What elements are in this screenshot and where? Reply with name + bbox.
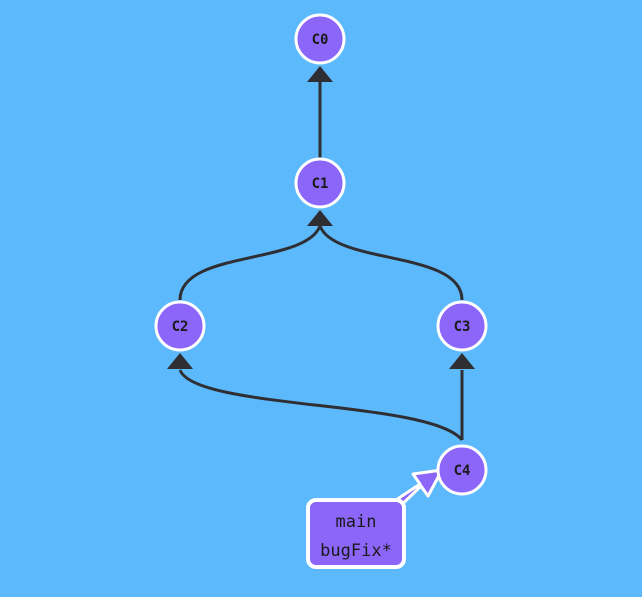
commit-node[interactable] — [154, 300, 206, 352]
branch-tag[interactable]: main bugFix* — [306, 498, 406, 569]
edge-c2-c1 — [178, 225, 322, 301]
commit-c3[interactable]: C3 — [436, 300, 488, 352]
edge-c4-c2 — [178, 369, 464, 442]
branch-name-main: main — [336, 512, 377, 532]
edges — [167, 66, 475, 442]
commit-c0[interactable]: C0 — [294, 13, 346, 65]
edge-c3-c1 — [318, 225, 464, 301]
edge-arrowhead-c1 — [307, 210, 333, 226]
commit-node[interactable] — [294, 157, 346, 209]
edge-arrowhead-c3 — [449, 353, 475, 369]
commit-c1[interactable]: C1 — [294, 157, 346, 209]
commit-node[interactable] — [436, 300, 488, 352]
commit-node[interactable] — [294, 13, 346, 65]
commit-label: C1 — [312, 176, 329, 192]
commit-label: C4 — [454, 463, 471, 479]
branch-name-bugfix: bugFix* — [320, 541, 392, 561]
edge-arrowhead-c2 — [167, 353, 193, 369]
commit-c2[interactable]: C2 — [154, 300, 206, 352]
commit-c4[interactable]: C4 — [436, 444, 488, 496]
commit-node[interactable] — [436, 444, 488, 496]
commit-label: C3 — [454, 319, 471, 335]
edge-arrowhead-c0 — [307, 66, 333, 82]
commit-label: C2 — [172, 319, 189, 335]
commit-label: C0 — [312, 32, 329, 48]
branch-tag-box[interactable] — [306, 498, 406, 569]
